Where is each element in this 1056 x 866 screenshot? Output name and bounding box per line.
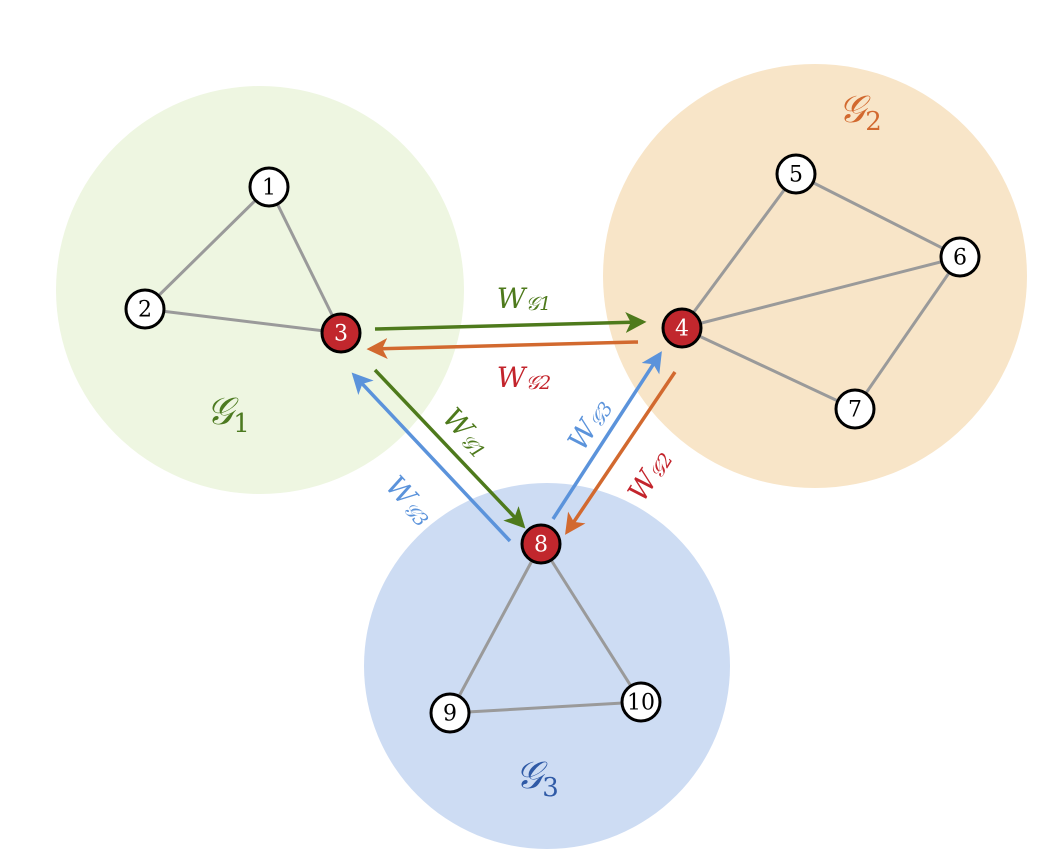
arrow-8-to-3 <box>351 372 512 543</box>
arrow-8-to-4 <box>551 351 662 520</box>
arrow-label-4-to-8: W𝒢2 <box>621 443 678 507</box>
edge-8-9 <box>448 543 543 714</box>
arrow-label-8-to-3: W𝒢3 <box>379 469 441 532</box>
node-label: 2 <box>138 298 152 323</box>
group-region-g2 <box>603 64 1027 488</box>
node-label: 7 <box>848 398 862 423</box>
edge-9-10 <box>449 700 642 715</box>
arrow-3-to-4 <box>374 311 647 333</box>
arrow-3-to-8 <box>373 368 526 529</box>
node-label: 3 <box>334 322 348 347</box>
node-circle <box>124 288 166 330</box>
edge-6-7 <box>853 256 962 410</box>
node-circle <box>661 307 703 349</box>
node-circle <box>620 681 662 723</box>
edge-4-6 <box>681 255 961 330</box>
edge-2-3 <box>144 307 342 335</box>
arrow-4-to-3 <box>366 338 639 360</box>
node-1: 1 <box>248 166 290 208</box>
graph-nodes: 1 2 3 4 5 6 7 8 9 10 <box>124 153 981 734</box>
group-label-subscript: 1 <box>233 409 250 439</box>
group-label-subscript: 2 <box>865 107 882 137</box>
group-label-subscript: 3 <box>542 773 559 803</box>
node-circle <box>429 692 471 734</box>
node-8: 8 <box>520 523 562 565</box>
node-circle <box>834 388 876 430</box>
node-label: 4 <box>675 317 689 342</box>
node-6: 6 <box>939 236 981 278</box>
arrow-label-8-to-4: W𝒢3 <box>561 392 618 456</box>
node-7: 7 <box>834 388 876 430</box>
edge-4-7 <box>681 326 856 411</box>
node-circle <box>939 236 981 278</box>
node-label: 8 <box>534 533 548 558</box>
node-circle <box>520 523 562 565</box>
edge-1-2 <box>143 185 271 311</box>
arrow-label-4-to-3: W𝒢2 <box>497 361 551 395</box>
node-circle <box>775 153 817 195</box>
node-10: 10 <box>620 681 662 723</box>
node-label: 10 <box>627 691 655 716</box>
node-3: 3 <box>320 312 362 354</box>
group-region-g1 <box>56 86 464 494</box>
edge-8-10 <box>539 543 643 703</box>
node-5: 5 <box>775 153 817 195</box>
arrow-label-3-to-8: W𝒢1 <box>436 401 498 464</box>
node-label: 6 <box>953 246 967 271</box>
node-label: 1 <box>262 176 276 201</box>
node-4: 4 <box>661 307 703 349</box>
edge-5-6 <box>795 172 961 259</box>
arrow-label-subscript: 𝒢2 <box>526 372 552 394</box>
node-circle <box>248 166 290 208</box>
node-2: 2 <box>124 288 166 330</box>
arrow-label-subscript: 𝒢1 <box>526 293 552 315</box>
graph-edges <box>143 172 962 715</box>
arrow-label-3-to-4: W𝒢1 <box>497 282 551 316</box>
edge-4-5 <box>680 173 798 329</box>
group-region-g3 <box>364 483 730 849</box>
node-label: 5 <box>789 163 803 188</box>
arrow-4-to-8 <box>565 371 677 535</box>
arrow-label-symbol: W <box>497 361 528 394</box>
node-9: 9 <box>429 692 471 734</box>
node-label: 9 <box>443 702 457 727</box>
arrow-label-symbol: W <box>497 282 528 315</box>
edge-1-3 <box>267 186 343 334</box>
node-circle <box>320 312 362 354</box>
